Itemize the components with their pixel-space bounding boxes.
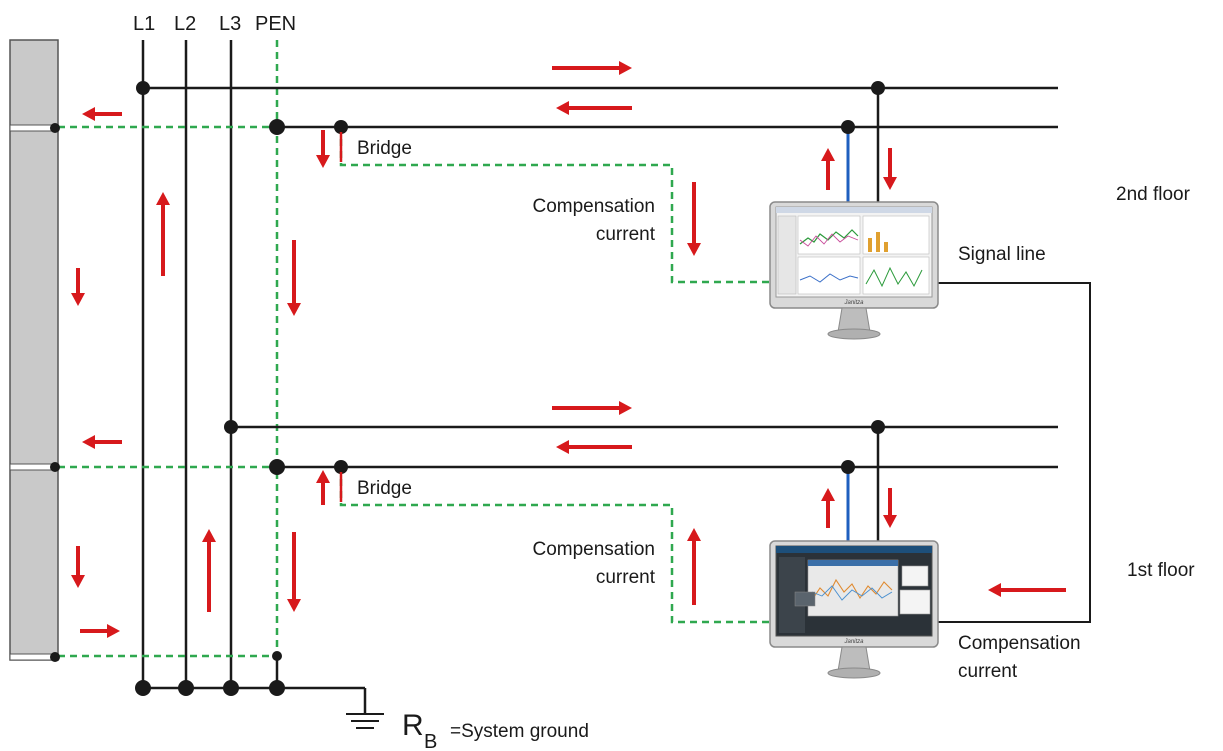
current-arrow-head (71, 293, 85, 306)
junction-dot (334, 460, 348, 474)
monitor-1st-floor: Janitza (769, 540, 939, 679)
junction-dot (224, 420, 238, 434)
junction-dot (50, 123, 60, 133)
current-arrow-head (82, 435, 95, 449)
junction-dots (50, 81, 885, 696)
compensation-label-signal-line1: Compensation (958, 633, 1081, 654)
current-arrow-head (619, 61, 632, 75)
screen-info-card (899, 589, 931, 615)
screen-chart-trace (799, 273, 859, 283)
current-arrow-head (988, 583, 1001, 597)
current-arrow-head (687, 528, 701, 541)
signal-line-wire (938, 282, 1091, 623)
monitor-2nd-floor: Janitza (769, 201, 939, 340)
screen-chart-trace (811, 585, 893, 601)
conductor-label-l3: L3 (219, 13, 241, 35)
junction-dot (136, 81, 150, 95)
bridge-label-2nd: Bridge (357, 138, 412, 159)
junction-dot (178, 680, 194, 696)
junction-dot (269, 119, 285, 135)
current-arrow-head (156, 192, 170, 205)
screen-chart-bar (884, 242, 888, 252)
monitor-base (827, 667, 881, 679)
conductor-label-l2: L2 (174, 13, 196, 35)
current-arrow-head (687, 243, 701, 256)
compensation-label-1st-line1: Compensation (532, 539, 655, 560)
screen-info-card (901, 565, 929, 587)
bridge-label-1st: Bridge (357, 478, 412, 499)
screen-chart-bar (876, 232, 880, 252)
current-arrow-head (202, 529, 216, 542)
conductor-label-l1: L1 (133, 13, 155, 35)
current-arrow-head (556, 440, 569, 454)
current-arrow-head (287, 303, 301, 316)
compensation-label-2nd-line2: current (596, 224, 656, 245)
junction-dot (871, 81, 885, 95)
current-arrows (71, 61, 1066, 638)
junction-dot (841, 460, 855, 474)
screen-titlebar (776, 546, 932, 553)
current-arrow-head (107, 624, 120, 638)
ground-symbol-letter: R (402, 709, 424, 742)
screen-chart-panel (797, 256, 861, 295)
risers (141, 40, 233, 688)
current-arrow-head (619, 401, 632, 415)
current-arrow-head (316, 470, 330, 483)
junction-dot (50, 462, 60, 472)
screen-chart-trace (865, 266, 923, 288)
monitor-brand-logo: Janitza (843, 639, 864, 645)
screen-chart-trace (799, 233, 859, 247)
current-arrow-head (821, 148, 835, 161)
screen-chart-trace (799, 229, 859, 245)
ground-description: =System ground (450, 721, 589, 742)
junction-dot (223, 680, 239, 696)
current-arrow-head (556, 101, 569, 115)
signal-line-label: Signal line (958, 244, 1046, 265)
monitor-base (827, 328, 881, 340)
current-arrow-head (287, 599, 301, 612)
compensation-label-2nd-line1: Compensation (532, 196, 655, 217)
screen-chart-panel (797, 215, 861, 255)
floor-label-2nd: 2nd floor (1116, 184, 1191, 205)
junction-dot (269, 680, 285, 696)
monitor-brand-logo: Janitza (843, 300, 864, 306)
monitor-stand (837, 646, 871, 672)
junction-dot (135, 680, 151, 696)
junction-dot (334, 120, 348, 134)
screen-chart-panel (862, 256, 930, 295)
current-arrow-head (316, 155, 330, 168)
current-arrow-head (883, 515, 897, 528)
building-wall (9, 39, 59, 661)
junction-dot (272, 651, 282, 661)
junction-dot (871, 420, 885, 434)
conductor-label-pen: PEN (255, 13, 296, 35)
screen-chart-panel (807, 559, 899, 617)
screen-panel-header (808, 560, 898, 566)
building-column (9, 39, 59, 661)
screen-chart-panel (862, 215, 930, 255)
ground-symbol-subscript: B (424, 731, 437, 751)
junction-dot (50, 652, 60, 662)
screen-widget (794, 591, 816, 607)
screen-titlebar (776, 207, 932, 213)
screen-sidebar (777, 215, 797, 295)
junction-dot (269, 459, 285, 475)
compensation-label-signal-line2: current (958, 661, 1018, 682)
current-arrow-head (821, 488, 835, 501)
screen-chart-bar (868, 238, 872, 252)
current-arrow-head (883, 177, 897, 190)
current-arrow-head (71, 575, 85, 588)
floor-label-1st: 1st floor (1127, 560, 1195, 581)
current-arrow-head (82, 107, 95, 121)
compensation-label-1st-line2: current (596, 567, 656, 588)
junction-dot (841, 120, 855, 134)
ground-bus (143, 686, 384, 729)
screen-chart-trace (811, 578, 893, 601)
monitor-stand (837, 307, 871, 333)
